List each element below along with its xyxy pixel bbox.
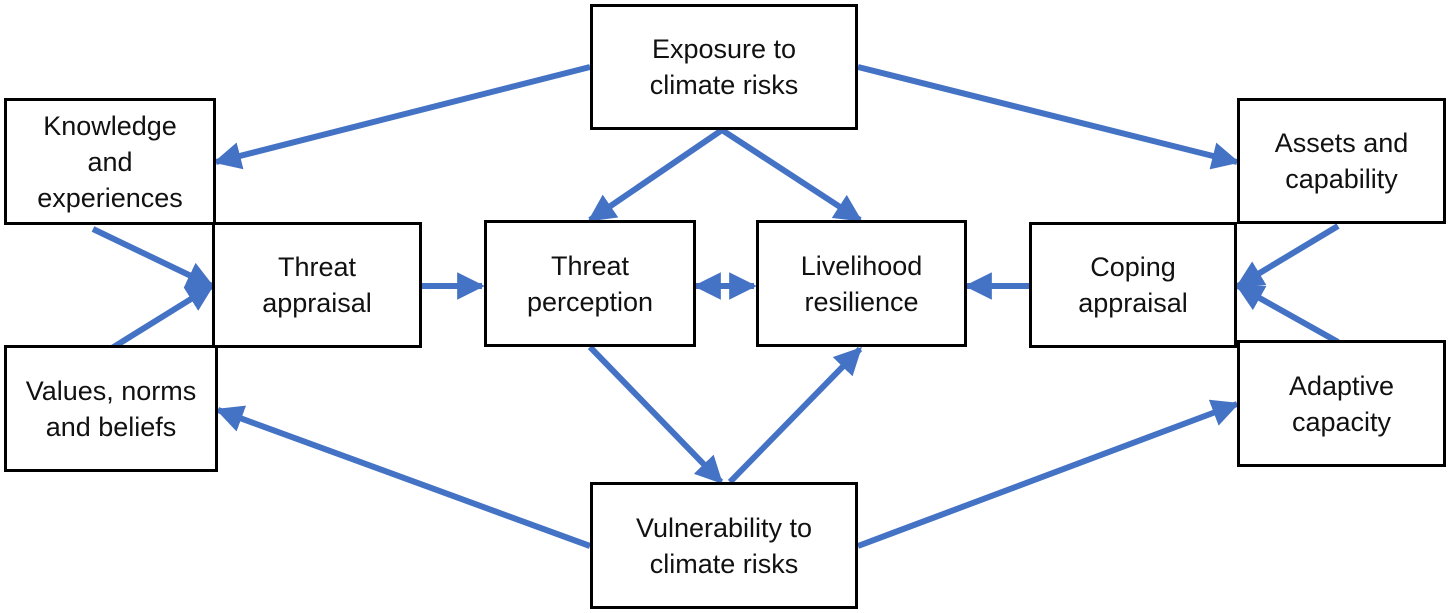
arrow-exposure-to-knowledge: [213, 64, 591, 170]
arrow-exposure-to-assets: [857, 64, 1240, 170]
node-threat-appraisal: Threat appraisal: [212, 222, 422, 348]
arrow-vulnerability-to-adaptive: [856, 399, 1240, 549]
node-knowledge-and-experiences: Knowledge and experiences: [4, 98, 216, 225]
node-label: Threat appraisal: [262, 252, 372, 318]
node-coping-appraisal: Coping appraisal: [1029, 222, 1237, 348]
arrow-knowledge-to-threat-appraisal: [91, 226, 215, 289]
node-label: Threat perception: [526, 250, 654, 317]
node-label: Coping appraisal: [1078, 252, 1188, 318]
arrow-threat-perception-to-vulnerability: [587, 344, 724, 485]
node-exposure-to-climate-risks: Exposure to climate risks: [590, 4, 858, 130]
node-label: Livelihood resilience: [800, 250, 923, 317]
arrow-exposure-to-threat-perception: [587, 127, 724, 223]
node-label: Assets and capability: [1274, 128, 1409, 194]
arrow-assets-to-coping: [1235, 223, 1340, 289]
node-threat-perception: Threat perception: [484, 220, 696, 347]
node-label: Exposure to climate risks: [649, 34, 799, 100]
node-label: Adaptive capacity: [1288, 370, 1395, 437]
arrow-vulnerability-to-values: [215, 405, 592, 549]
node-values-norms-and-beliefs: Values, norms and beliefs: [4, 345, 218, 472]
arrow-vulnerability-to-livelihood: [727, 346, 863, 485]
arrow-adaptive-to-coping: [1235, 283, 1340, 345]
arrow-values-to-threat-appraisal: [110, 283, 215, 351]
node-label: Values, norms and beliefs: [25, 375, 197, 442]
node-vulnerability-to-climate-risks: Vulnerability to climate risks: [590, 482, 858, 609]
node-adaptive-capacity: Adaptive capacity: [1237, 340, 1446, 467]
arrow-exposure-to-livelihood: [720, 127, 863, 223]
node-label: Knowledge and experiences: [37, 110, 183, 213]
node-label: Vulnerability to climate risks: [635, 512, 813, 579]
node-assets-and-capability: Assets and capability: [1237, 98, 1446, 224]
node-livelihood-resilience: Livelihood resilience: [756, 220, 967, 347]
